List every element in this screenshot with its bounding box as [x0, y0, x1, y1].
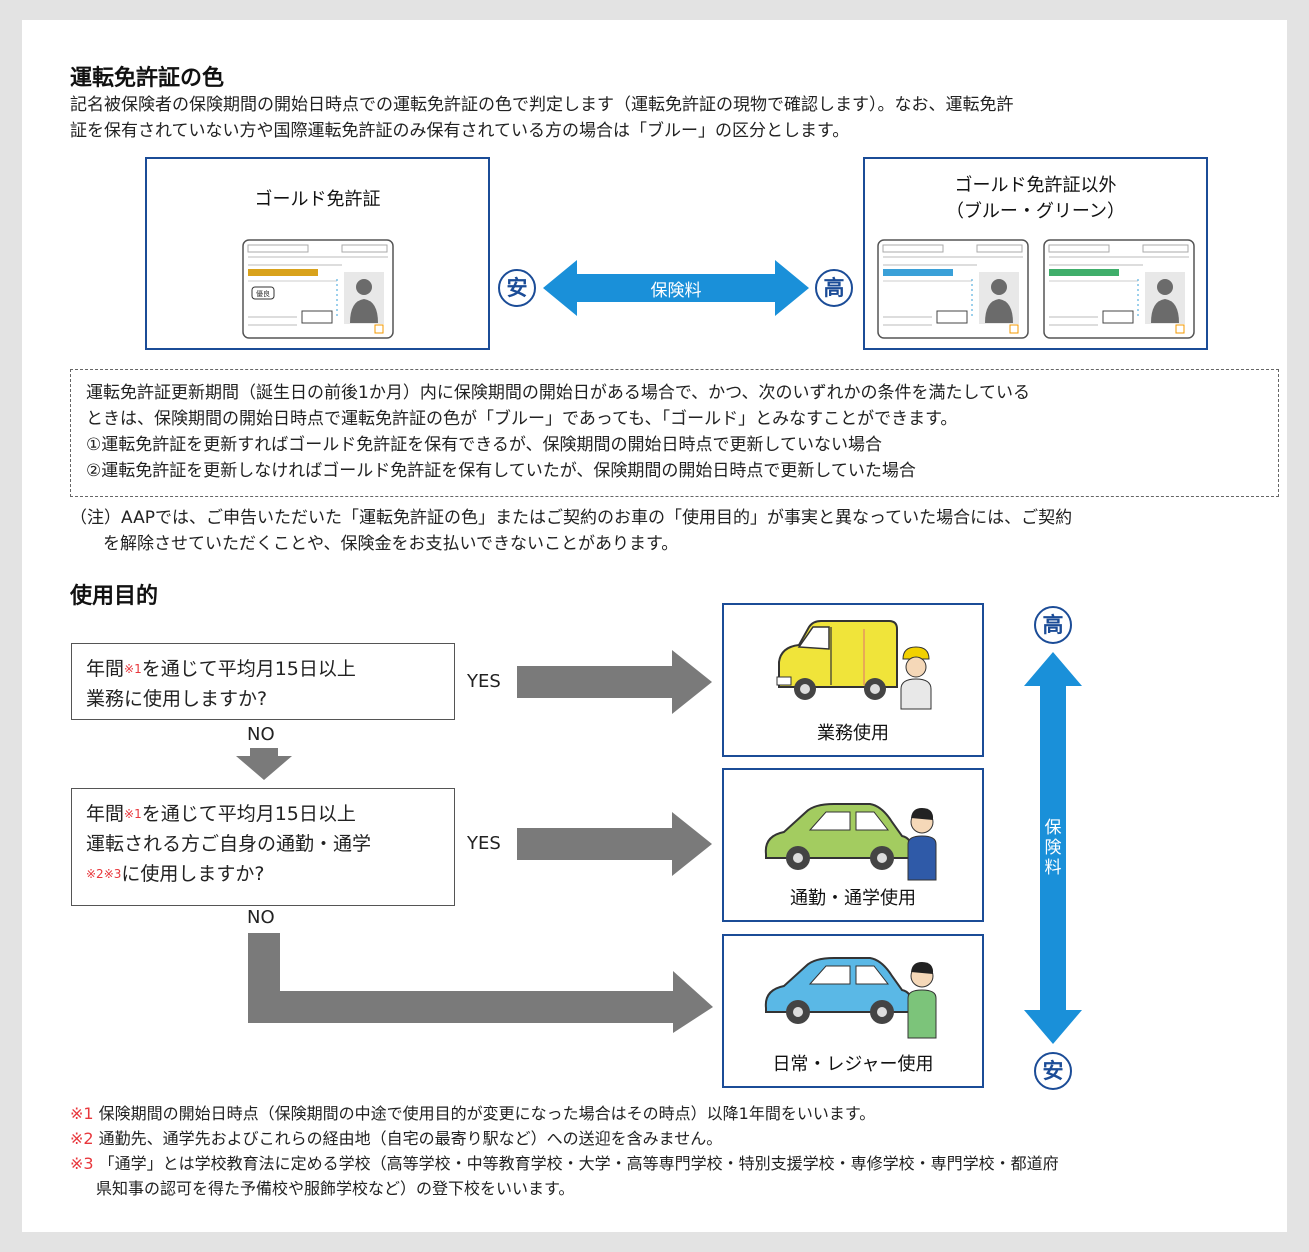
footnote-1-text: 保険期間の開始日時点（保険期間の中途で使用目的が変更になった場合はその時点）以降…: [93, 1104, 876, 1123]
result-business-box: 業務使用: [722, 603, 984, 757]
license-section-title: 運転免許証の色: [70, 66, 225, 91]
gold-badge-text: 優良: [256, 289, 270, 298]
yes-label-1: YES: [467, 671, 501, 692]
footnote-2-mark: ※2: [70, 1129, 94, 1148]
usage-premium-arrow: [1024, 652, 1082, 1044]
q1-footnote-mark: ※1: [124, 662, 142, 676]
other-box-title-1: ゴールド免許証以外: [954, 175, 1117, 196]
q2-post: を通じて平均月15日以上: [141, 803, 356, 825]
gold-box-title: ゴールド免許証: [254, 189, 381, 210]
footnote-3-cont: 県知事の認可を得た予備校や服飾学校など）の登下校をいいます。: [96, 1179, 575, 1198]
no-arrow-2: [248, 933, 713, 1033]
q2-footnote-mark2: ※2※3: [86, 867, 122, 881]
premium-double-arrow: [543, 260, 809, 316]
low-premium-mark: 安: [498, 269, 536, 307]
yes-label-2: YES: [467, 833, 501, 854]
q2-line1: 年間※1を通じて平均月15日以上: [86, 799, 440, 829]
exception-line4: ②運転免許証を更新しなければゴールド免許証を保有していたが、保険期間の開始日時点…: [86, 461, 916, 481]
blue-car-leisure-icon: [764, 957, 937, 1039]
license-desc-line2: 証を保有されていない方や国際運転免許証のみ保有されている方の場合は「ブルー」の区…: [70, 121, 850, 141]
gold-exception-box: [70, 369, 1279, 497]
other-license-box: ゴールド免許証以外 （ブルー・グリーン）: [863, 157, 1208, 350]
usage-premium-label: 保険料: [1044, 818, 1062, 878]
result-leisure-box: 日常・レジャー使用: [722, 934, 984, 1088]
notice-line1: （注）AAPでは、ご申告いただいた「運転免許証の色」またはご契約のお車の「使用目…: [70, 508, 1073, 528]
q1-line2: 業務に使用しますか?: [86, 688, 268, 710]
q2-pre: 年間: [86, 803, 125, 825]
result-business-label: 業務使用: [817, 723, 889, 744]
footnote-3-text: 「通学」とは学校教育法に定める学校（高等学校・中等教育学校・大学・高等専門学校・…: [93, 1154, 1059, 1173]
blue-license-card-icon: [877, 239, 1029, 339]
footnote-2-text: 通勤先、通学先およびこれらの経由地（自宅の最寄り駅など）への送迎を含みません。: [93, 1129, 723, 1148]
license-desc: 記名被保険者の保険期間の開始日時点での運転免許証の色で判定します（運転免許証の現…: [70, 92, 1014, 144]
other-box-title-2: （ブルー・グリーン）: [945, 201, 1126, 222]
usage-low-mark: 安: [1034, 1052, 1072, 1090]
notice-text: （注）AAPでは、ご申告いただいた「運転免許証の色」またはご契約のお車の「使用目…: [70, 505, 1072, 557]
notice-line2: を解除させていただくことや、保険金をお支払いできないことがあります。: [103, 534, 679, 554]
q2-footnote-mark: ※1: [124, 807, 142, 821]
no-arrow-1: [236, 748, 292, 780]
gold-exception-text: 運転免許証更新期間（誕生日の前後1か月）内に保険期間の開始日がある場合で、かつ、…: [86, 380, 1030, 484]
result-leisure-label: 日常・レジャー使用: [772, 1054, 934, 1075]
yes-arrow-1: [517, 650, 712, 714]
gold-license-card-icon: 優良: [242, 239, 394, 339]
footnote-1-mark: ※1: [70, 1104, 94, 1123]
q2-line3: ※2※3に使用しますか?: [86, 859, 440, 889]
question-business-box: 年間※1を通じて平均月15日以上 業務に使用しますか?: [71, 643, 455, 720]
green-license-card-icon: [1043, 239, 1195, 339]
premium-arrow-label: 保険料: [650, 281, 702, 301]
footnote-3: ※3 「通学」とは学校教育法に定める学校（高等学校・中等教育学校・大学・高等専門…: [70, 1152, 1059, 1176]
green-car-commuter-icon: [764, 803, 937, 881]
gold-license-box: ゴールド免許証 優良: [145, 157, 490, 350]
result-commute-box: 通勤・通学使用: [722, 768, 984, 922]
q1-line1: 年間※1を通じて平均月15日以上: [86, 654, 440, 684]
usage-section-title: 使用目的: [70, 584, 159, 609]
no-label-2: NO: [247, 907, 275, 928]
high-premium-mark: 高: [815, 269, 853, 307]
question-commute-box: 年間※1を通じて平均月15日以上 運転される方ご自身の通勤・通学 ※2※3に使用…: [71, 788, 455, 906]
result-commute-label: 通勤・通学使用: [790, 888, 916, 909]
q2-line3-text: に使用しますか?: [121, 863, 265, 885]
exception-line2: ときは、保険期間の開始日時点で運転免許証の色が「ブルー」であっても、「ゴールド」…: [86, 409, 958, 429]
license-desc-line1: 記名被保険者の保険期間の開始日時点での運転免許証の色で判定します（運転免許証の現…: [70, 95, 1014, 115]
exception-line3: ①運転免許証を更新すればゴールド免許証を保有できるが、保険期間の開始日時点で更新…: [86, 435, 883, 455]
usage-high-mark: 高: [1034, 606, 1072, 644]
footnote-1: ※1 保険期間の開始日時点（保険期間の中途で使用目的が変更になった場合はその時点…: [70, 1102, 875, 1126]
footnote-2: ※2 通勤先、通学先およびこれらの経由地（自宅の最寄り駅など）への送迎を含みませ…: [70, 1127, 722, 1151]
q1-pre: 年間: [86, 658, 125, 680]
no-label-1: NO: [247, 724, 275, 745]
footnote-3-mark: ※3: [70, 1154, 94, 1173]
q1-post: を通じて平均月15日以上: [141, 658, 356, 680]
exception-line1: 運転免許証更新期間（誕生日の前後1か月）内に保険期間の開始日がある場合で、かつ、…: [86, 383, 1030, 403]
q2-line2: 運転される方ご自身の通勤・通学: [86, 833, 372, 855]
yes-arrow-2: [517, 812, 712, 876]
van-worker-icon: [776, 620, 932, 710]
